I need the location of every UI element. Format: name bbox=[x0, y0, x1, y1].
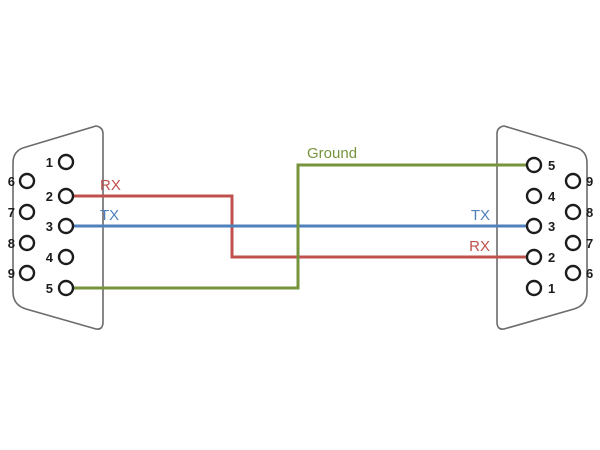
right-connector-outer-pins: 9 8 7 6 bbox=[564, 172, 593, 282]
left-connector-inner-pins: 1 2 3 4 5 bbox=[46, 153, 75, 297]
pin-left-1 bbox=[57, 153, 75, 171]
pin-left-1-number: 1 bbox=[46, 155, 53, 170]
pin-left-9-number: 9 bbox=[8, 266, 15, 281]
right-connector-inner-pins: 5 4 3 2 1 bbox=[525, 156, 556, 297]
left-connector-outer-pins: 6 7 8 9 bbox=[8, 172, 36, 282]
rx-label-left: RX bbox=[100, 177, 121, 194]
pin-left-5-number: 5 bbox=[46, 281, 53, 296]
pin-left-3-number: 3 bbox=[46, 219, 53, 234]
pin-left-6-number: 6 bbox=[8, 174, 15, 189]
pin-right-7-number: 7 bbox=[586, 236, 593, 251]
rx-label-right: RX bbox=[469, 238, 490, 255]
pin-right-6-number: 6 bbox=[586, 266, 593, 281]
tx-label-right: TX bbox=[471, 207, 490, 224]
pin-left-3 bbox=[57, 217, 75, 235]
pin-right-6 bbox=[564, 264, 582, 282]
pin-right-9 bbox=[564, 172, 582, 190]
pin-left-8 bbox=[18, 234, 36, 252]
ground-wire bbox=[73, 163, 527, 290]
pin-left-7-number: 7 bbox=[8, 205, 15, 220]
pin-right-3 bbox=[525, 217, 543, 235]
pin-left-2-number: 2 bbox=[46, 189, 53, 204]
pin-right-9-number: 9 bbox=[586, 174, 593, 189]
pin-left-6 bbox=[18, 172, 36, 190]
pin-right-8 bbox=[564, 203, 582, 221]
pin-right-8-number: 8 bbox=[586, 205, 593, 220]
pin-left-7 bbox=[18, 203, 36, 221]
pin-left-8-number: 8 bbox=[8, 236, 15, 251]
pin-right-7 bbox=[564, 234, 582, 252]
pin-left-2 bbox=[57, 187, 75, 205]
pin-left-5 bbox=[57, 279, 75, 297]
pin-right-5-number: 5 bbox=[548, 158, 555, 173]
pin-right-5 bbox=[525, 156, 543, 174]
pin-right-4-number: 4 bbox=[548, 189, 556, 204]
pin-right-2-number: 2 bbox=[548, 250, 555, 265]
pin-right-4 bbox=[525, 187, 543, 205]
pin-left-4-number: 4 bbox=[46, 250, 54, 265]
pin-right-1-number: 1 bbox=[548, 281, 555, 296]
pin-right-3-number: 3 bbox=[548, 219, 555, 234]
pin-left-4 bbox=[57, 248, 75, 266]
tx-label-left: TX bbox=[100, 207, 119, 224]
pin-left-9 bbox=[18, 264, 36, 282]
pin-right-2 bbox=[525, 248, 543, 266]
ground-label: Ground bbox=[307, 145, 357, 162]
pin-right-1 bbox=[525, 279, 543, 297]
